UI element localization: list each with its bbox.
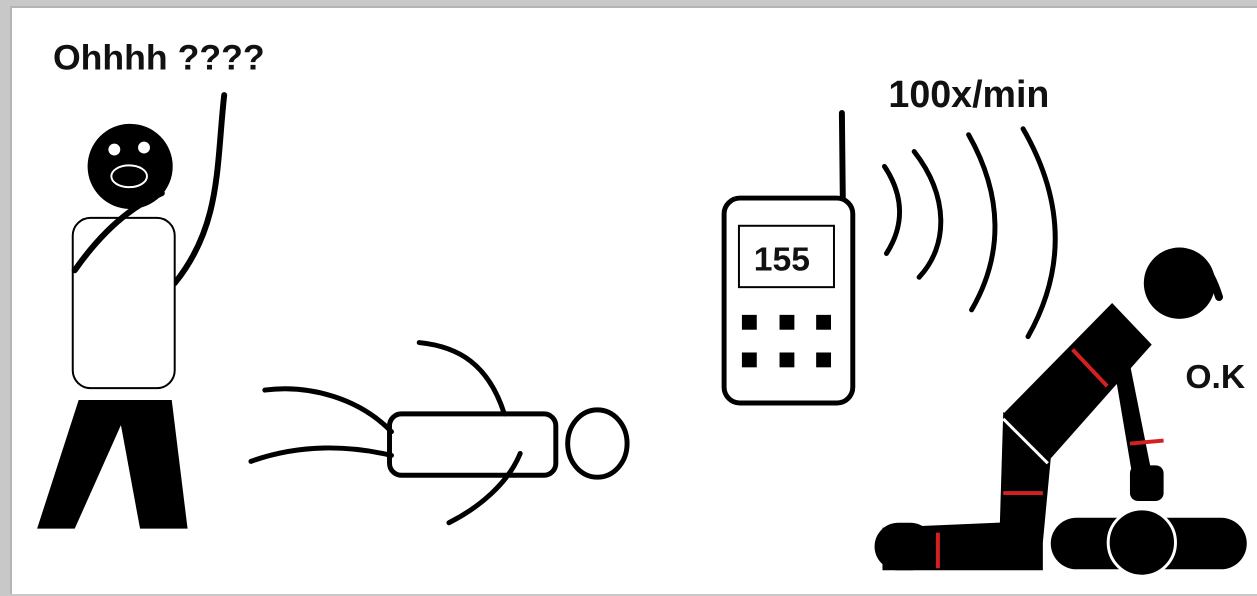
exclamation-text: Ohhhh ???? <box>53 37 265 77</box>
signal-waves-icon <box>884 129 1055 337</box>
patient-chest <box>1108 509 1175 576</box>
illustration-canvas: Ohhhh ???? 155 <box>10 6 1257 594</box>
mobile-phone-icon: 155 <box>724 113 853 403</box>
ok-text: O.K <box>1185 359 1245 396</box>
collapsed-person <box>251 343 627 523</box>
phone-number-text: 155 <box>754 241 810 278</box>
bystander-body <box>73 218 175 388</box>
cpr-rescuer <box>875 248 1247 577</box>
bystander-leg-left <box>37 400 132 529</box>
bystander-leg-right <box>116 400 187 529</box>
rate-text: 100x/min <box>888 73 1049 115</box>
collapsed-head <box>568 410 627 477</box>
illustration-svg: Ohhhh ???? 155 <box>12 8 1257 596</box>
shocked-bystander: Ohhhh ???? <box>37 37 265 528</box>
collapsed-body <box>390 414 556 475</box>
